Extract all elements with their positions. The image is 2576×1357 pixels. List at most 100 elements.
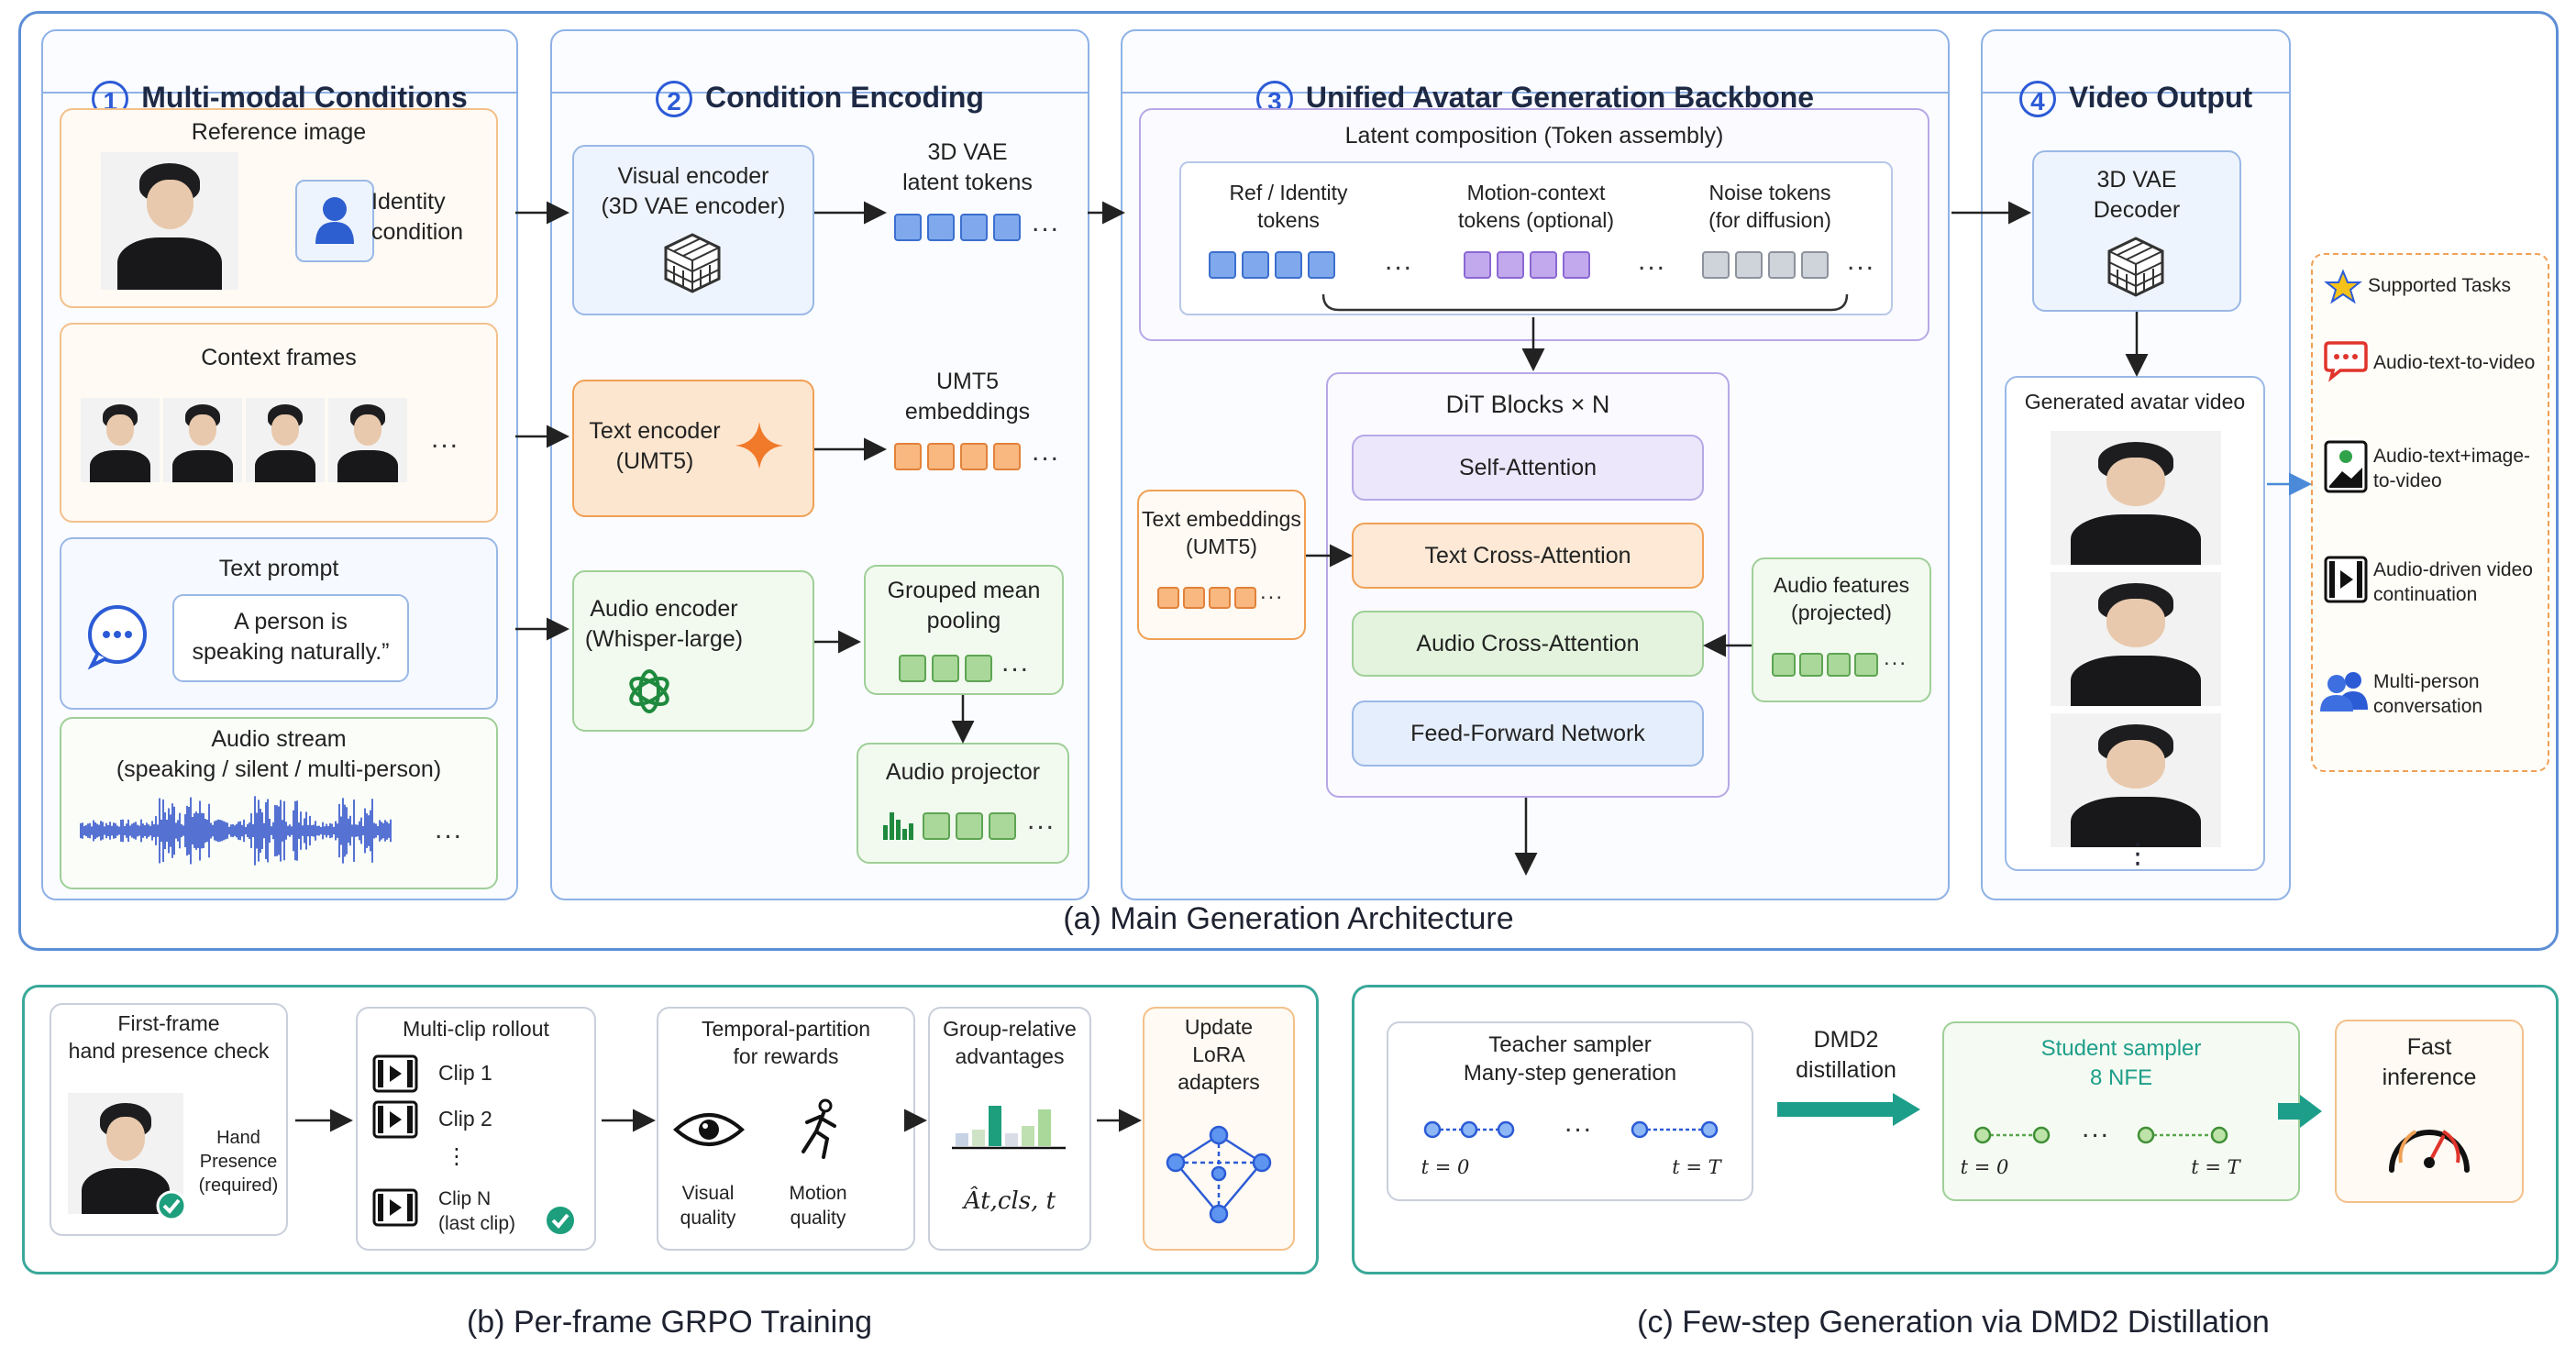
grpo-caption: (b) Per-frame GRPO Training — [466, 1305, 873, 1340]
feed-forward-block — [1352, 701, 1704, 767]
token-cell — [960, 214, 988, 241]
token-ellipsis: ... — [1385, 246, 1414, 276]
token-cell — [1497, 251, 1524, 279]
speech-bubble-icon — [2324, 341, 2368, 382]
token-cell — [932, 655, 959, 682]
step-number-2: 2 — [656, 81, 693, 118]
teacher-t0: t = 0 — [1421, 1156, 1470, 1178]
task-label: Audio-driven video continuation — [2373, 559, 2533, 606]
dmd-caption: (c) Few-step Generation via DMD2 Distill… — [1637, 1305, 2270, 1340]
grouped-mean-pooling-box — [864, 565, 1064, 695]
sparkle-icon — [735, 422, 783, 469]
token-cell — [894, 443, 922, 470]
column-header-4 — [1981, 29, 2291, 94]
token-cell — [993, 214, 1021, 241]
context-more-ellipsis: ... — [431, 424, 460, 454]
task-label: Audio-text+image- to-video — [2373, 446, 2531, 492]
step-number-4: 4 — [2018, 81, 2056, 118]
running-person-icon — [802, 1098, 836, 1159]
temporal-partition-label: Temporal-partition for rewards — [701, 1017, 871, 1068]
motion-quality-label: Motion quality — [789, 1183, 847, 1230]
main-architecture-panel — [18, 11, 2559, 951]
cube-icon — [664, 233, 721, 293]
bar-chart-icon — [883, 812, 913, 840]
clip-vertical-ellipsis: ⋮ — [446, 1144, 468, 1169]
student-sampler-title: Student sampler — [2040, 1036, 2202, 1061]
fast-arrow — [2278, 1095, 2322, 1128]
student-nfe-label: 8 NFE — [2089, 1065, 2152, 1090]
token-cell — [923, 812, 950, 840]
visual-encoder-label: Visual encoder (3D VAE encoder) — [601, 163, 786, 219]
noise-tokens-label: Noise tokens (for diffusion) — [1708, 181, 1831, 232]
clip-label: Clip N (last clip) — [438, 1188, 516, 1235]
teacher-steps — [1423, 1120, 1719, 1139]
generated-frame — [2051, 572, 2221, 706]
token-ellipsis: ... — [1032, 436, 1061, 467]
student-tT: t = T — [2191, 1156, 2240, 1178]
token-cell — [1702, 251, 1730, 279]
audio-projector-box — [857, 743, 1069, 864]
token-cell — [1735, 251, 1763, 279]
token-cell — [1234, 587, 1256, 609]
token-bracket — [1321, 293, 1849, 312]
token-ellipsis: ... — [1027, 805, 1056, 835]
group-relative-box — [928, 1007, 1091, 1251]
clip-label: Clip 2 — [438, 1107, 492, 1131]
eye-icon — [672, 1113, 746, 1146]
generated-frame — [2051, 431, 2221, 565]
group-relative-label: Group-relative advantages — [943, 1017, 1077, 1068]
audio-encoder-label: Audio encoder (Whisper-large) — [584, 596, 744, 652]
film-icon — [372, 1100, 418, 1139]
token-cell — [1563, 251, 1590, 279]
feed-forward-label: Feed-Forward Network — [1410, 721, 1645, 746]
self-attention-label: Self-Attention — [1458, 455, 1598, 480]
teacher-sampler-label: Teacher sampler Many-step generation — [1463, 1032, 1677, 1087]
text-embeddings-box — [1137, 490, 1306, 640]
film-play-icon — [2324, 556, 2368, 603]
latent-composition-title: Latent composition (Token assembly) — [1344, 123, 1724, 149]
token-cell — [1308, 251, 1335, 279]
student-t0: t = 0 — [1960, 1156, 2009, 1178]
token-cell — [1768, 251, 1796, 279]
context-frames-title: Context frames — [201, 345, 357, 370]
star-icon — [2324, 269, 2362, 304]
token-cell — [1209, 251, 1236, 279]
advantage-symbol: Ât,cls, t — [963, 1187, 1056, 1215]
token-cell — [927, 443, 955, 470]
grpo-panel — [22, 985, 1319, 1274]
text-prompt-value: A person is speaking naturally.” — [192, 609, 390, 665]
text-cross-attention-label: Text Cross-Attention — [1424, 543, 1631, 568]
token-cell — [1242, 251, 1269, 279]
network-graph-icon — [1166, 1125, 1272, 1224]
identity-condition-label: Identity condition — [371, 189, 464, 245]
film-icon — [372, 1054, 418, 1093]
generated-video-label: Generated avatar video — [2024, 390, 2246, 414]
check-icon — [156, 1190, 187, 1221]
audio-features-box — [1752, 557, 1931, 702]
teacher-tT: t = T — [1672, 1156, 1721, 1178]
audio-more-ellipsis: ... — [435, 814, 464, 844]
audio-stream-title: Audio stream (speaking / silent / multi-… — [116, 726, 442, 782]
dmd-panel — [1352, 985, 2559, 1274]
token-cell — [1530, 251, 1557, 279]
supported-tasks-title: Supported Tasks — [2368, 275, 2512, 296]
audio-cross-attention-block — [1352, 611, 1704, 677]
token-cell — [899, 655, 926, 682]
token-ellipsis: ... — [1032, 207, 1061, 237]
token-cell — [1183, 587, 1205, 609]
teacher-sampler-box — [1387, 1021, 1753, 1201]
motion-tokens-label: Motion-context tokens (optional) — [1457, 181, 1615, 232]
audio-cross-attention-label: Audio Cross-Attention — [1416, 631, 1640, 656]
audio-waveform — [80, 796, 392, 866]
self-attention-block — [1352, 435, 1704, 501]
column-header-2 — [550, 29, 1089, 94]
check-icon — [547, 1207, 574, 1234]
token-cell — [1464, 251, 1491, 279]
token-cell — [1157, 587, 1179, 609]
token-cell — [1854, 653, 1878, 677]
